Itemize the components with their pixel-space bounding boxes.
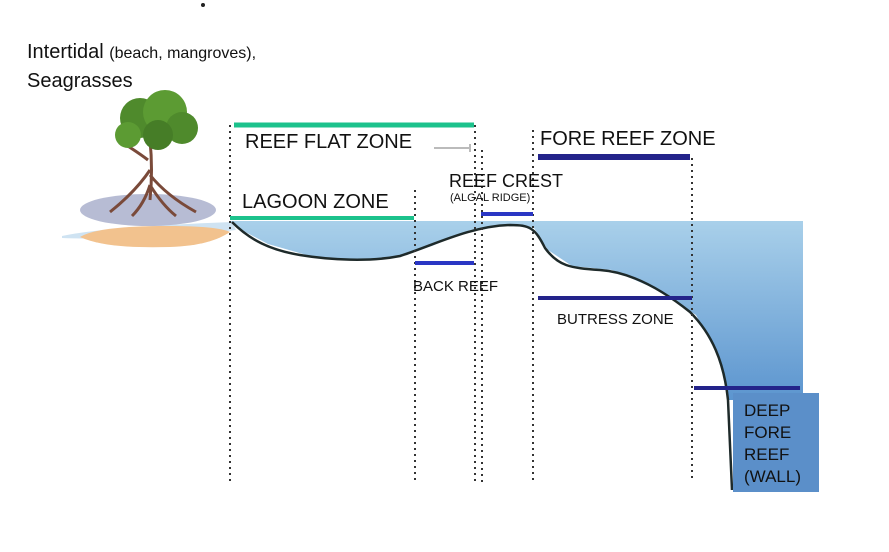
title-seagrasses: Seagrasses bbox=[27, 70, 133, 92]
deep-fore-reef-line-1: DEEP bbox=[744, 401, 791, 420]
deep-fore-reef-label: DEEP FORE REEF (WALL) bbox=[744, 400, 801, 488]
water bbox=[230, 221, 803, 400]
reef-flat-arrow-icon bbox=[434, 144, 471, 152]
mangrove-tree-icon bbox=[109, 90, 198, 218]
title-intertidal: Intertidal (beach, mangroves), bbox=[27, 42, 256, 62]
reef-crest-detail-label: (ALGAL RIDGE) bbox=[450, 192, 531, 204]
title-main-text: Intertidal bbox=[27, 41, 104, 63]
stray-dot bbox=[201, 3, 205, 7]
back-reef-label: BACK REEF bbox=[413, 278, 499, 295]
zone-dividers bbox=[229, 125, 693, 482]
seafloor-profile bbox=[231, 221, 734, 491]
reef-flat-label: REEF FLAT ZONE bbox=[245, 131, 413, 153]
beach-sand bbox=[80, 226, 230, 248]
reef-crest-label: REEF CREST bbox=[449, 171, 564, 191]
fore-reef-label: FORE REEF ZONE bbox=[540, 128, 716, 150]
deep-fore-reef-line-2: FORE bbox=[744, 423, 792, 442]
lagoon-label: LAGOON ZONE bbox=[242, 191, 389, 213]
deep-fore-reef-line-4: (WALL) bbox=[744, 467, 801, 486]
title-main-detail: (beach, mangroves), bbox=[109, 45, 257, 62]
deep-fore-reef-line-3: REEF bbox=[744, 445, 790, 464]
mangrove-mudflat bbox=[80, 194, 216, 226]
deep-fore-reef-box bbox=[733, 393, 819, 492]
butress-label: BUTRESS ZONE bbox=[557, 311, 674, 328]
